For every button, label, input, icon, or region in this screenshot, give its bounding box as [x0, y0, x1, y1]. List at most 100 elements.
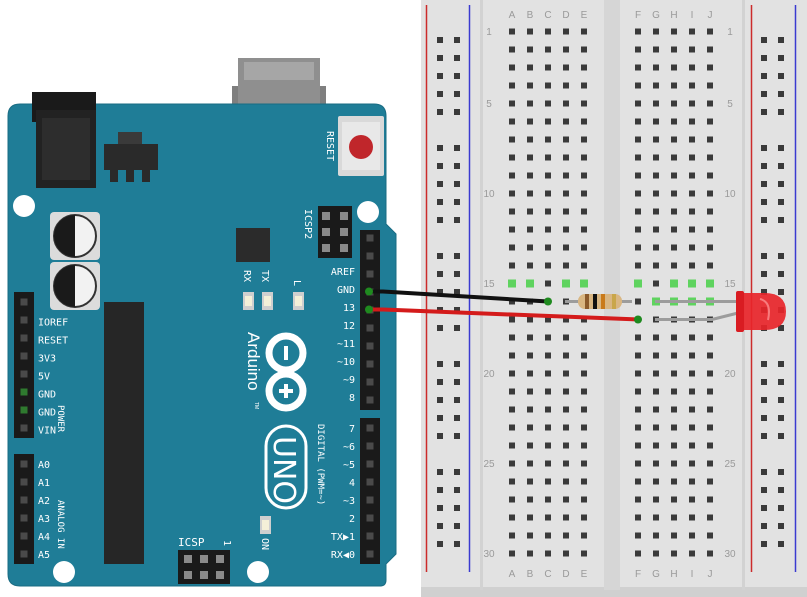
- resistor: [565, 294, 632, 309]
- rail-hole: [761, 91, 767, 97]
- rail-hole: [454, 289, 460, 295]
- breadboard-hole: [707, 100, 713, 107]
- breadboard-hole: [653, 118, 659, 125]
- breadboard-hole: [671, 478, 677, 485]
- digital-pin-label: AREF: [331, 267, 355, 278]
- breadboard-hole: [653, 388, 659, 395]
- rail-hole: [778, 91, 784, 97]
- breadboard-hole: [545, 172, 551, 179]
- breadboard-hole: [707, 478, 713, 485]
- breadboard-hole: [563, 334, 569, 341]
- rail-hole: [437, 469, 443, 475]
- breadboard-hole: [527, 190, 533, 197]
- power-jack: [32, 92, 96, 188]
- breadboard-hole: [509, 28, 515, 35]
- rail-hole: [761, 289, 767, 295]
- digital-pin-label: ~6: [343, 442, 355, 453]
- icsp-pin1-label: 1: [221, 540, 232, 546]
- breadboard-hole: [653, 190, 659, 197]
- breadboard-hole: [653, 136, 659, 143]
- breadboard-hole: [635, 370, 641, 377]
- breadboard-hole: [653, 280, 659, 287]
- breadboard-hole: [635, 550, 641, 557]
- header-pin: [366, 478, 374, 486]
- header-pin: [366, 460, 374, 468]
- rail-hole: [761, 271, 767, 277]
- breadboard-hole: [509, 154, 515, 161]
- analog-pin-label: A4: [38, 532, 50, 543]
- breadboard-hole: [509, 424, 515, 431]
- power-pin-label: 3V3: [38, 354, 56, 365]
- breadboard-hole: [527, 64, 533, 71]
- row-number: 1: [486, 27, 492, 38]
- breadboard-hole: [581, 334, 587, 341]
- breadboard-hole: [563, 424, 569, 431]
- rail-hole: [761, 109, 767, 115]
- digital-pin-label: ~10: [337, 357, 355, 368]
- connected-hole: [670, 279, 678, 288]
- digital-pin-label: 7: [349, 424, 355, 435]
- rail-hole: [778, 487, 784, 493]
- breadboard-hole: [671, 244, 677, 251]
- rail-hole: [437, 73, 443, 79]
- icsp-label: ICSP: [178, 536, 205, 549]
- rail-hole: [454, 523, 460, 529]
- breadboard-hole: [563, 190, 569, 197]
- breadboard-hole: [545, 442, 551, 449]
- icsp-pin: [216, 571, 224, 579]
- breadboard-hole: [581, 46, 587, 53]
- analog-pin-label: A5: [38, 550, 50, 561]
- breadboard-hole: [581, 82, 587, 89]
- breadboard-hole: [545, 532, 551, 539]
- rail-hole: [454, 145, 460, 151]
- rail-hole: [778, 505, 784, 511]
- breadboard-hole: [635, 532, 641, 539]
- connected-hole: [706, 279, 714, 288]
- row-number: 20: [724, 369, 736, 380]
- header-pin: [366, 234, 374, 242]
- breadboard-hole: [509, 208, 515, 215]
- reset-button[interactable]: [338, 116, 384, 176]
- breadboard-hole: [581, 100, 587, 107]
- breadboard-hole: [635, 514, 641, 521]
- breadboard-hole: [707, 460, 713, 467]
- breadboard-hole: [527, 28, 533, 35]
- breadboard-hole: [689, 352, 695, 359]
- breadboard-hole: [527, 172, 533, 179]
- breadboard-hole: [671, 460, 677, 467]
- red-led: [736, 291, 786, 332]
- header-pin: [20, 532, 28, 540]
- breadboard-hole: [581, 460, 587, 467]
- breadboard-hole: [545, 190, 551, 197]
- breadboard-hole: [563, 370, 569, 377]
- l-label: L: [291, 280, 302, 286]
- connected-hole: [508, 279, 516, 288]
- rail-hole: [437, 541, 443, 547]
- power-header: [14, 292, 34, 438]
- rail-hole: [761, 145, 767, 151]
- breadboard-hole: [635, 208, 641, 215]
- breadboard-hole: [581, 28, 587, 35]
- breadboard-hole: [653, 532, 659, 539]
- header-pin: [20, 316, 28, 324]
- breadboard-hole: [581, 190, 587, 197]
- row-number: 10: [483, 189, 495, 200]
- rail-hole: [761, 253, 767, 259]
- breadboard-hole: [653, 406, 659, 413]
- column-letter: A: [509, 10, 516, 21]
- breadboard-hole: [707, 370, 713, 377]
- breadboard-hole: [707, 352, 713, 359]
- breadboard-hole: [653, 226, 659, 233]
- breadboard-hole: [653, 244, 659, 251]
- breadboard-hole: [671, 496, 677, 503]
- breadboard-hole: [545, 388, 551, 395]
- rail-hole: [761, 55, 767, 61]
- rail-hole: [437, 145, 443, 151]
- column-letter: I: [691, 10, 694, 21]
- breadboard-hole: [527, 514, 533, 521]
- rail-hole: [454, 415, 460, 421]
- row-number: 10: [724, 189, 736, 200]
